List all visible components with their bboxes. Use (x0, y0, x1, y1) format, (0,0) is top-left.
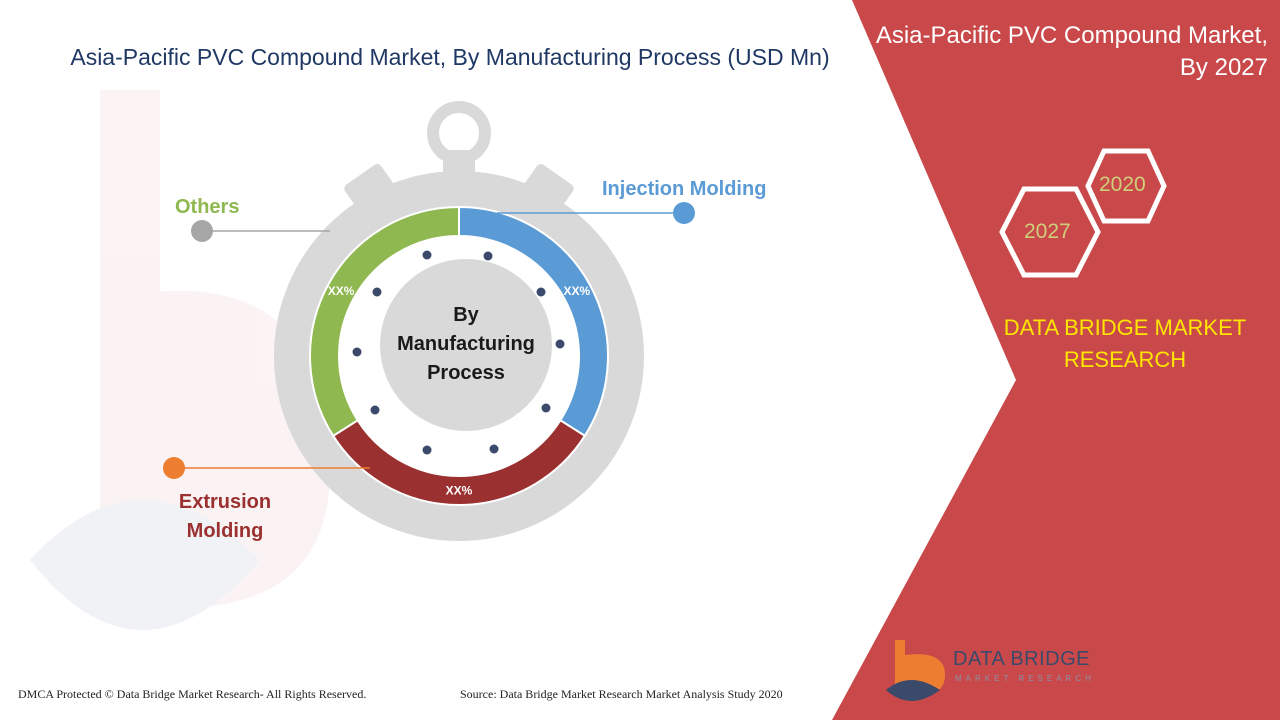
source-note: Source: Data Bridge Market Research Mark… (460, 687, 783, 701)
label-extrusion-line2: Molding (186, 520, 264, 542)
leader-injection (497, 202, 695, 224)
brand-line2: RESEARCH (1063, 347, 1187, 372)
hex-year-2020: 2020 (1099, 173, 1146, 196)
panel-title: Asia-Pacific PVC Compound Market, By 202… (848, 20, 1268, 84)
copyright-notice: DMCA Protected © Data Bridge Market Rese… (18, 687, 367, 701)
donut-value-label-extrusion-molding: XX% (446, 484, 473, 498)
leader-others (191, 220, 330, 242)
panel-title-line2: By 2027 (1179, 54, 1268, 81)
logo-name: DATA BRIDGE (953, 648, 1091, 670)
label-extrusion-line1: Extrusion (178, 491, 272, 513)
panel-title-line1: Asia-Pacific PVC Compound Market, (875, 22, 1268, 49)
logo-mark (886, 640, 945, 701)
chart-title: Asia-Pacific PVC Compound Market, By Man… (70, 44, 830, 70)
center-line1: By (453, 304, 479, 326)
donut-chart: XX% XX% XX% (309, 205, 609, 506)
donut-slice-others (309, 205, 460, 438)
label-injection-molding: Injection Molding (602, 178, 767, 200)
stopwatch-ticks (352, 250, 565, 455)
side-panel (832, 0, 1280, 720)
label-others: Others (175, 196, 240, 218)
hex-year-2027: 2027 (1024, 220, 1071, 243)
watermark-logo (30, 90, 330, 630)
donut-value-label-injection-molding: XX% (564, 284, 591, 298)
center-line3: Process (427, 362, 505, 384)
center-line2: Manufacturing (397, 333, 535, 355)
logo-tagline: MARKET RESEARCH (955, 674, 1095, 683)
hexagon-2027 (999, 186, 1101, 278)
hexagon-2020 (1085, 148, 1167, 224)
leader-extrusion (163, 457, 370, 479)
brand-text: DATA BRIDGE MARKET RESEARCH (985, 312, 1265, 376)
donut-center-label: By Manufacturing Process (381, 301, 551, 388)
donut-value-label-others: XX% (328, 284, 355, 298)
brand-line1: DATA BRIDGE MARKET (1003, 315, 1247, 340)
label-extrusion-molding: Extrusion Molding (150, 488, 300, 546)
